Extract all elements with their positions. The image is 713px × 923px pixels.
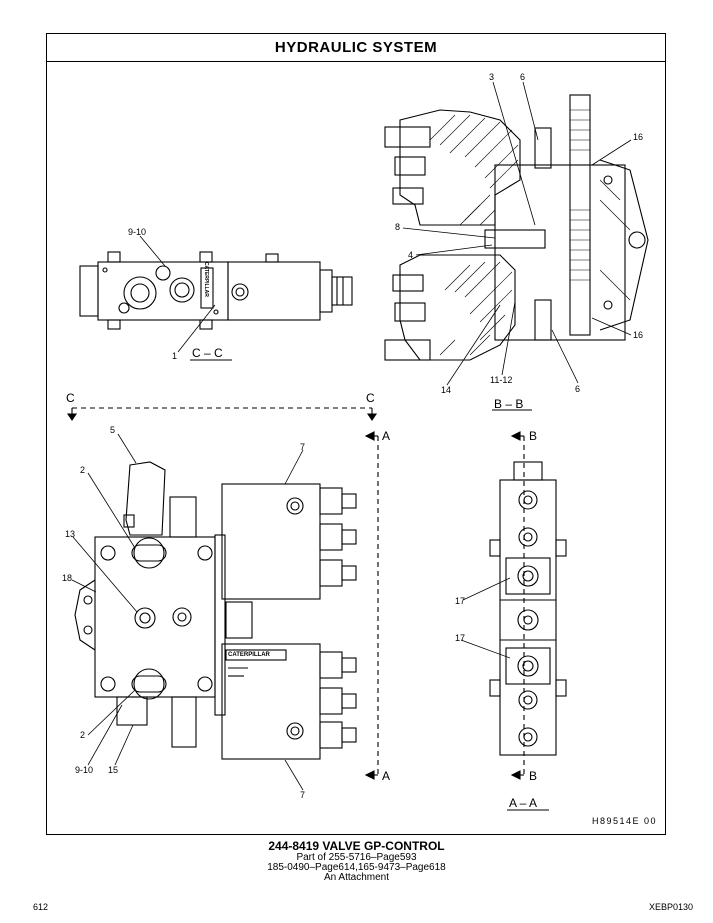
callout-7-top: 7 — [300, 442, 305, 452]
section-letter-b-bottom: B — [529, 769, 537, 783]
callout-2-top: 2 — [80, 465, 85, 475]
caption-line-3: An Attachment — [323, 872, 390, 883]
section-letter-a-bottom: A — [382, 769, 390, 783]
callout-2-bottom: 2 — [80, 730, 85, 740]
caption-title: 244-8419 VALVE GP-CONTROL — [268, 839, 445, 853]
view-bb-drawing — [384, 94, 649, 361]
view-aa-drawing — [489, 461, 567, 756]
callout-1: 1 — [172, 351, 177, 361]
front-view-drawing — [74, 461, 357, 760]
brand-mark-cc: CATERPILLAR — [203, 262, 209, 297]
callout-3: 3 — [489, 72, 494, 82]
view-title-bb: B – B — [494, 397, 523, 411]
brand-mark-front: CATERPILLAR — [228, 652, 271, 658]
callout-17-bottom: 17 — [455, 633, 465, 643]
caption-line-1: Part of 255-5716–Page593 — [296, 852, 417, 863]
page-number: 612 — [33, 902, 49, 912]
figure-caption: 244-8419 VALVE GP-CONTROL Part of 255-57… — [0, 840, 713, 883]
section-letter-c-left: C — [66, 391, 75, 405]
callout-9-10-front: 9-10 — [75, 765, 93, 775]
callout-17-top: 17 — [455, 596, 465, 606]
callout-14: 14 — [441, 385, 451, 395]
caption-line-2: 185-0490–Page614,165-9473–Page618 — [267, 862, 446, 873]
page-title: HYDRAULIC SYSTEM — [47, 34, 665, 62]
callout-9-10-cc: 9-10 — [128, 227, 146, 237]
callout-6-top: 6 — [520, 72, 525, 82]
view-title-aa: A – A — [509, 796, 537, 810]
callout-15: 15 — [108, 765, 118, 775]
callout-16-bottom: 16 — [633, 330, 643, 340]
callout-18: 18 — [62, 573, 72, 583]
section-letter-c-right: C — [366, 391, 375, 405]
callout-7-bottom: 7 — [300, 790, 305, 800]
figure-reference: H89514E 00 — [591, 816, 657, 826]
document-code: XEBP0130 — [648, 902, 693, 912]
callout-16-top: 16 — [633, 132, 643, 142]
callout-11-12: 11-12 — [490, 375, 512, 385]
view-cc-drawing — [79, 251, 353, 330]
callout-4: 4 — [408, 250, 413, 260]
callout-6-bottom: 6 — [575, 384, 580, 394]
callout-13: 13 — [65, 529, 75, 539]
section-letter-a-top: A — [382, 429, 390, 443]
callout-8: 8 — [395, 222, 400, 232]
callout-5: 5 — [110, 425, 115, 435]
view-title-cc: C – C — [192, 346, 223, 360]
figure-frame: HYDRAULIC SYSTEM H89514E 00 — [46, 33, 666, 835]
section-letter-b-top: B — [529, 429, 537, 443]
